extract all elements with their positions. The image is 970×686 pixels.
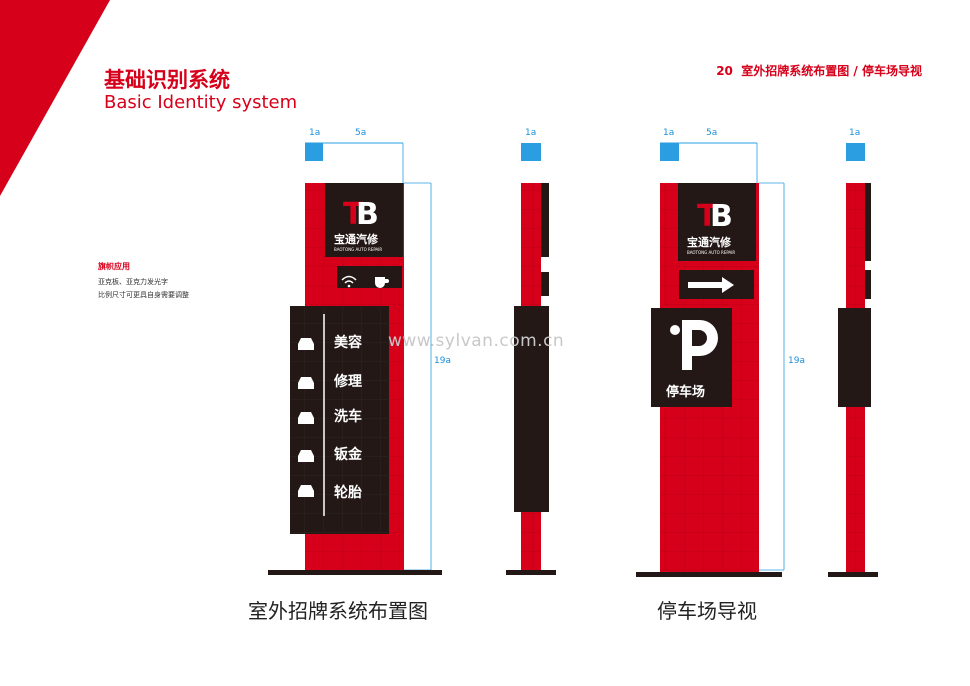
parking-label: 停车场: [666, 385, 706, 400]
dim-1a-left: 1a: [309, 128, 321, 138]
caption-right: 停车场导视: [657, 599, 757, 623]
dim-1a-right-side: 1a: [849, 128, 861, 138]
dim-19a-left: 19a: [434, 356, 451, 366]
section-title-cn: 基础识别系统: [104, 68, 230, 92]
service-repair: 修理: [334, 374, 362, 390]
dim-1a-side: 1a: [525, 128, 537, 138]
service-wash: 洗车: [334, 409, 362, 425]
caption-left: 室外招牌系统布置图: [248, 599, 428, 623]
svg-text:T: T: [697, 199, 718, 234]
note-title: 旗帜应用: [98, 262, 130, 271]
section-title-en: Basic Identity system: [104, 92, 298, 113]
svg-text:B: B: [356, 197, 379, 232]
logo-brand-left: 宝通汽修: [334, 233, 378, 246]
service-beauty: 美容: [334, 335, 362, 351]
sign-right-side: [828, 143, 878, 577]
page-heading: 20 室外招牌系统布置图 / 停车场导视: [716, 62, 922, 79]
page-number: 20: [716, 64, 733, 78]
logo-brand-right: 宝通汽修: [687, 236, 731, 249]
note-line-1: 亚克板、亚克力发光字: [98, 278, 168, 286]
sign-left-front: T B: [268, 142, 442, 575]
sign-left-side: [506, 143, 556, 575]
service-sheet-metal: 钣金: [334, 447, 362, 463]
dim-5a-left: 5a: [355, 128, 367, 138]
logo-sub-right: BAOTONG AUTO REPAIR: [687, 250, 736, 255]
service-tire: 轮胎: [334, 485, 362, 501]
watermark: www.sylvan.com.cn: [388, 331, 565, 351]
dim-1a-right: 1a: [663, 128, 675, 138]
corner-accent-triangle: [0, 0, 110, 196]
note-line-2: 比例尺寸可更具自身需要调整: [98, 291, 189, 299]
dim-5a-right: 5a: [706, 128, 718, 138]
page-title: 室外招牌系统布置图 / 停车场导视: [741, 64, 922, 78]
svg-text:T: T: [343, 197, 364, 232]
svg-text:B: B: [710, 199, 733, 234]
dim-19a-right: 19a: [788, 356, 805, 366]
sign-right-front: T B: [636, 142, 785, 577]
logo-sub-left: BAOTONG AUTO REPAIR: [334, 247, 383, 252]
